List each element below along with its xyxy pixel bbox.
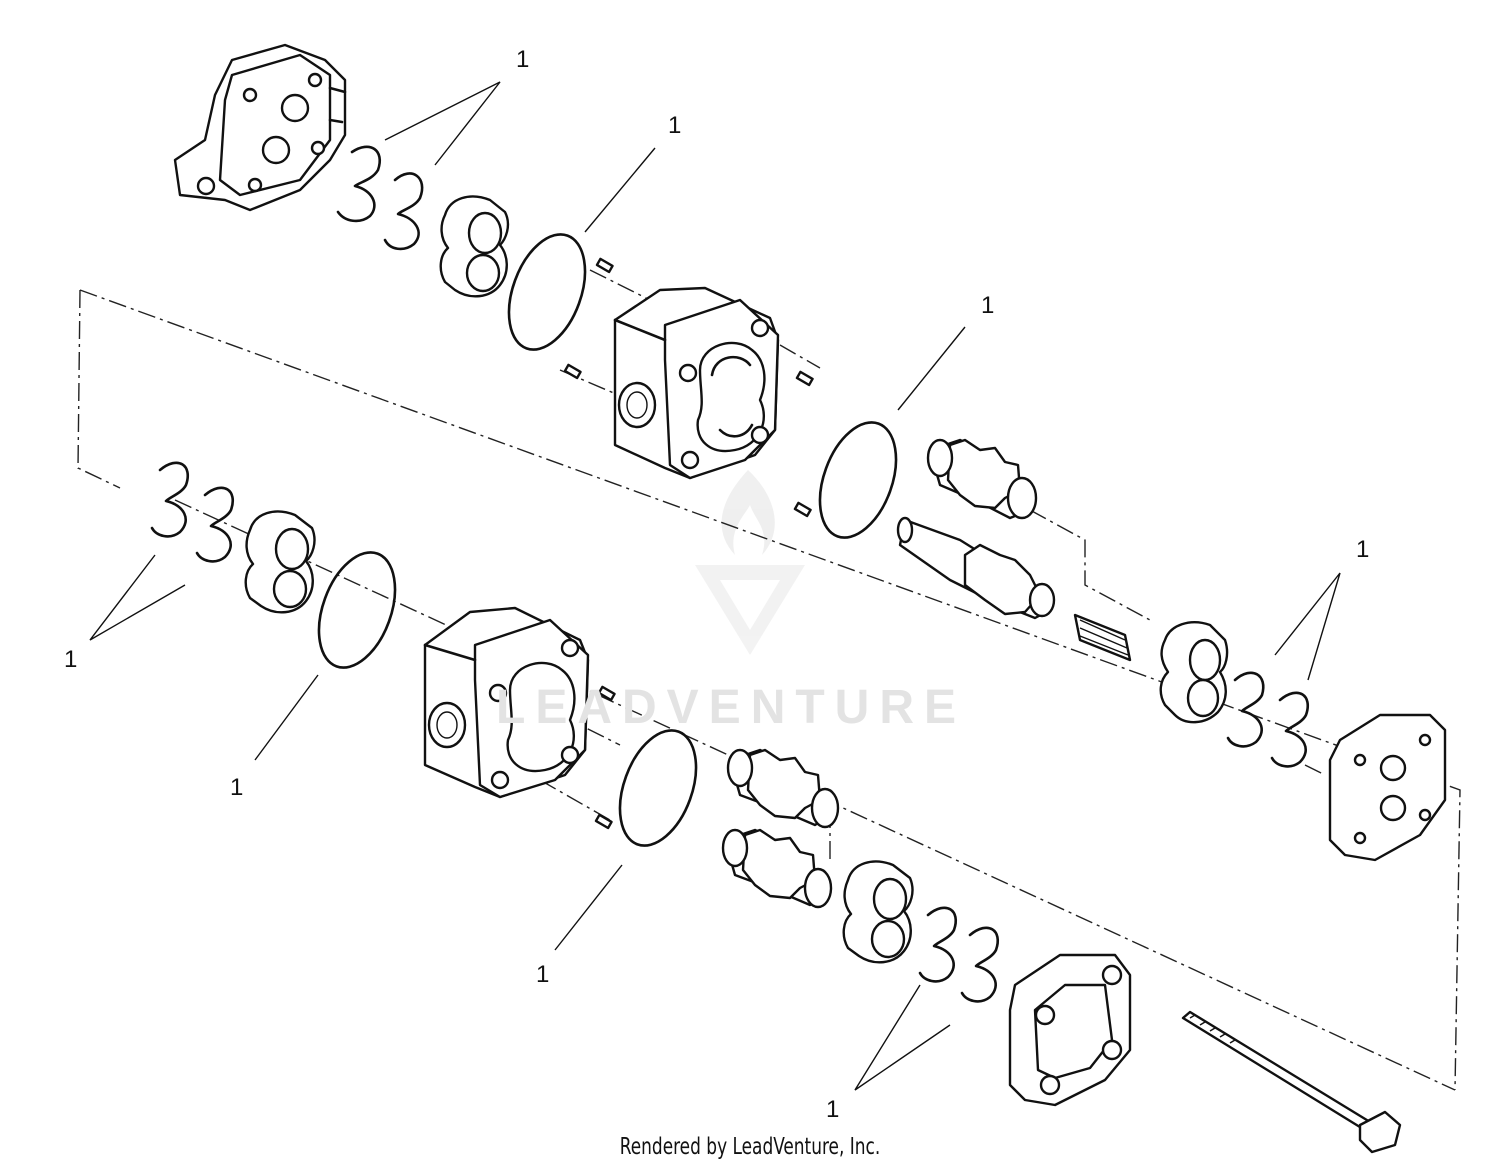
bearing-block-right — [1159, 621, 1229, 724]
callout-label: 1 — [668, 112, 682, 139]
o-ring-middle — [818, 421, 898, 539]
callout-label: 1 — [1356, 536, 1370, 563]
coupling-sleeve — [1073, 613, 1132, 662]
callout-label: 1 — [516, 46, 530, 73]
leader-lines — [89, 81, 1341, 1091]
gear-upper-1 — [926, 438, 1038, 520]
o-ring-lower — [618, 729, 698, 847]
seal-rings-right — [1226, 671, 1309, 768]
callout-label: 1 — [826, 1096, 840, 1123]
seal-rings-top-left — [336, 145, 424, 251]
gear-upper-2-shaft — [896, 516, 1056, 620]
end-cover-lower — [1008, 953, 1132, 1107]
watermark-logo — [695, 470, 805, 655]
bearing-block-lower-left — [244, 510, 316, 614]
top-mounting-flange — [173, 43, 347, 212]
o-ring-lower-left — [317, 551, 397, 669]
callout-label: 1 — [230, 774, 244, 801]
gear-housing-lower — [423, 606, 590, 799]
footer-credit: Rendered by LeadVenture, Inc. — [619, 1134, 881, 1160]
o-ring-top — [507, 233, 587, 351]
seal-rings-lower-right — [918, 906, 999, 1003]
long-bolt — [1181, 1010, 1402, 1154]
callout-label: 1 — [981, 292, 995, 319]
end-cover-right — [1328, 713, 1447, 862]
dowel-pins — [563, 257, 814, 830]
watermark-text: LEADVENTURE — [496, 681, 967, 734]
callout-label: 1 — [536, 961, 550, 988]
gear-lower-1 — [726, 748, 840, 829]
seal-rings-lower-left — [150, 461, 234, 563]
bearing-block-top — [439, 195, 510, 298]
gear-housing-upper — [613, 286, 780, 480]
callout-label: 1 — [64, 646, 78, 673]
gear-lower-2 — [721, 828, 833, 909]
bearing-block-lower-right — [842, 860, 914, 964]
